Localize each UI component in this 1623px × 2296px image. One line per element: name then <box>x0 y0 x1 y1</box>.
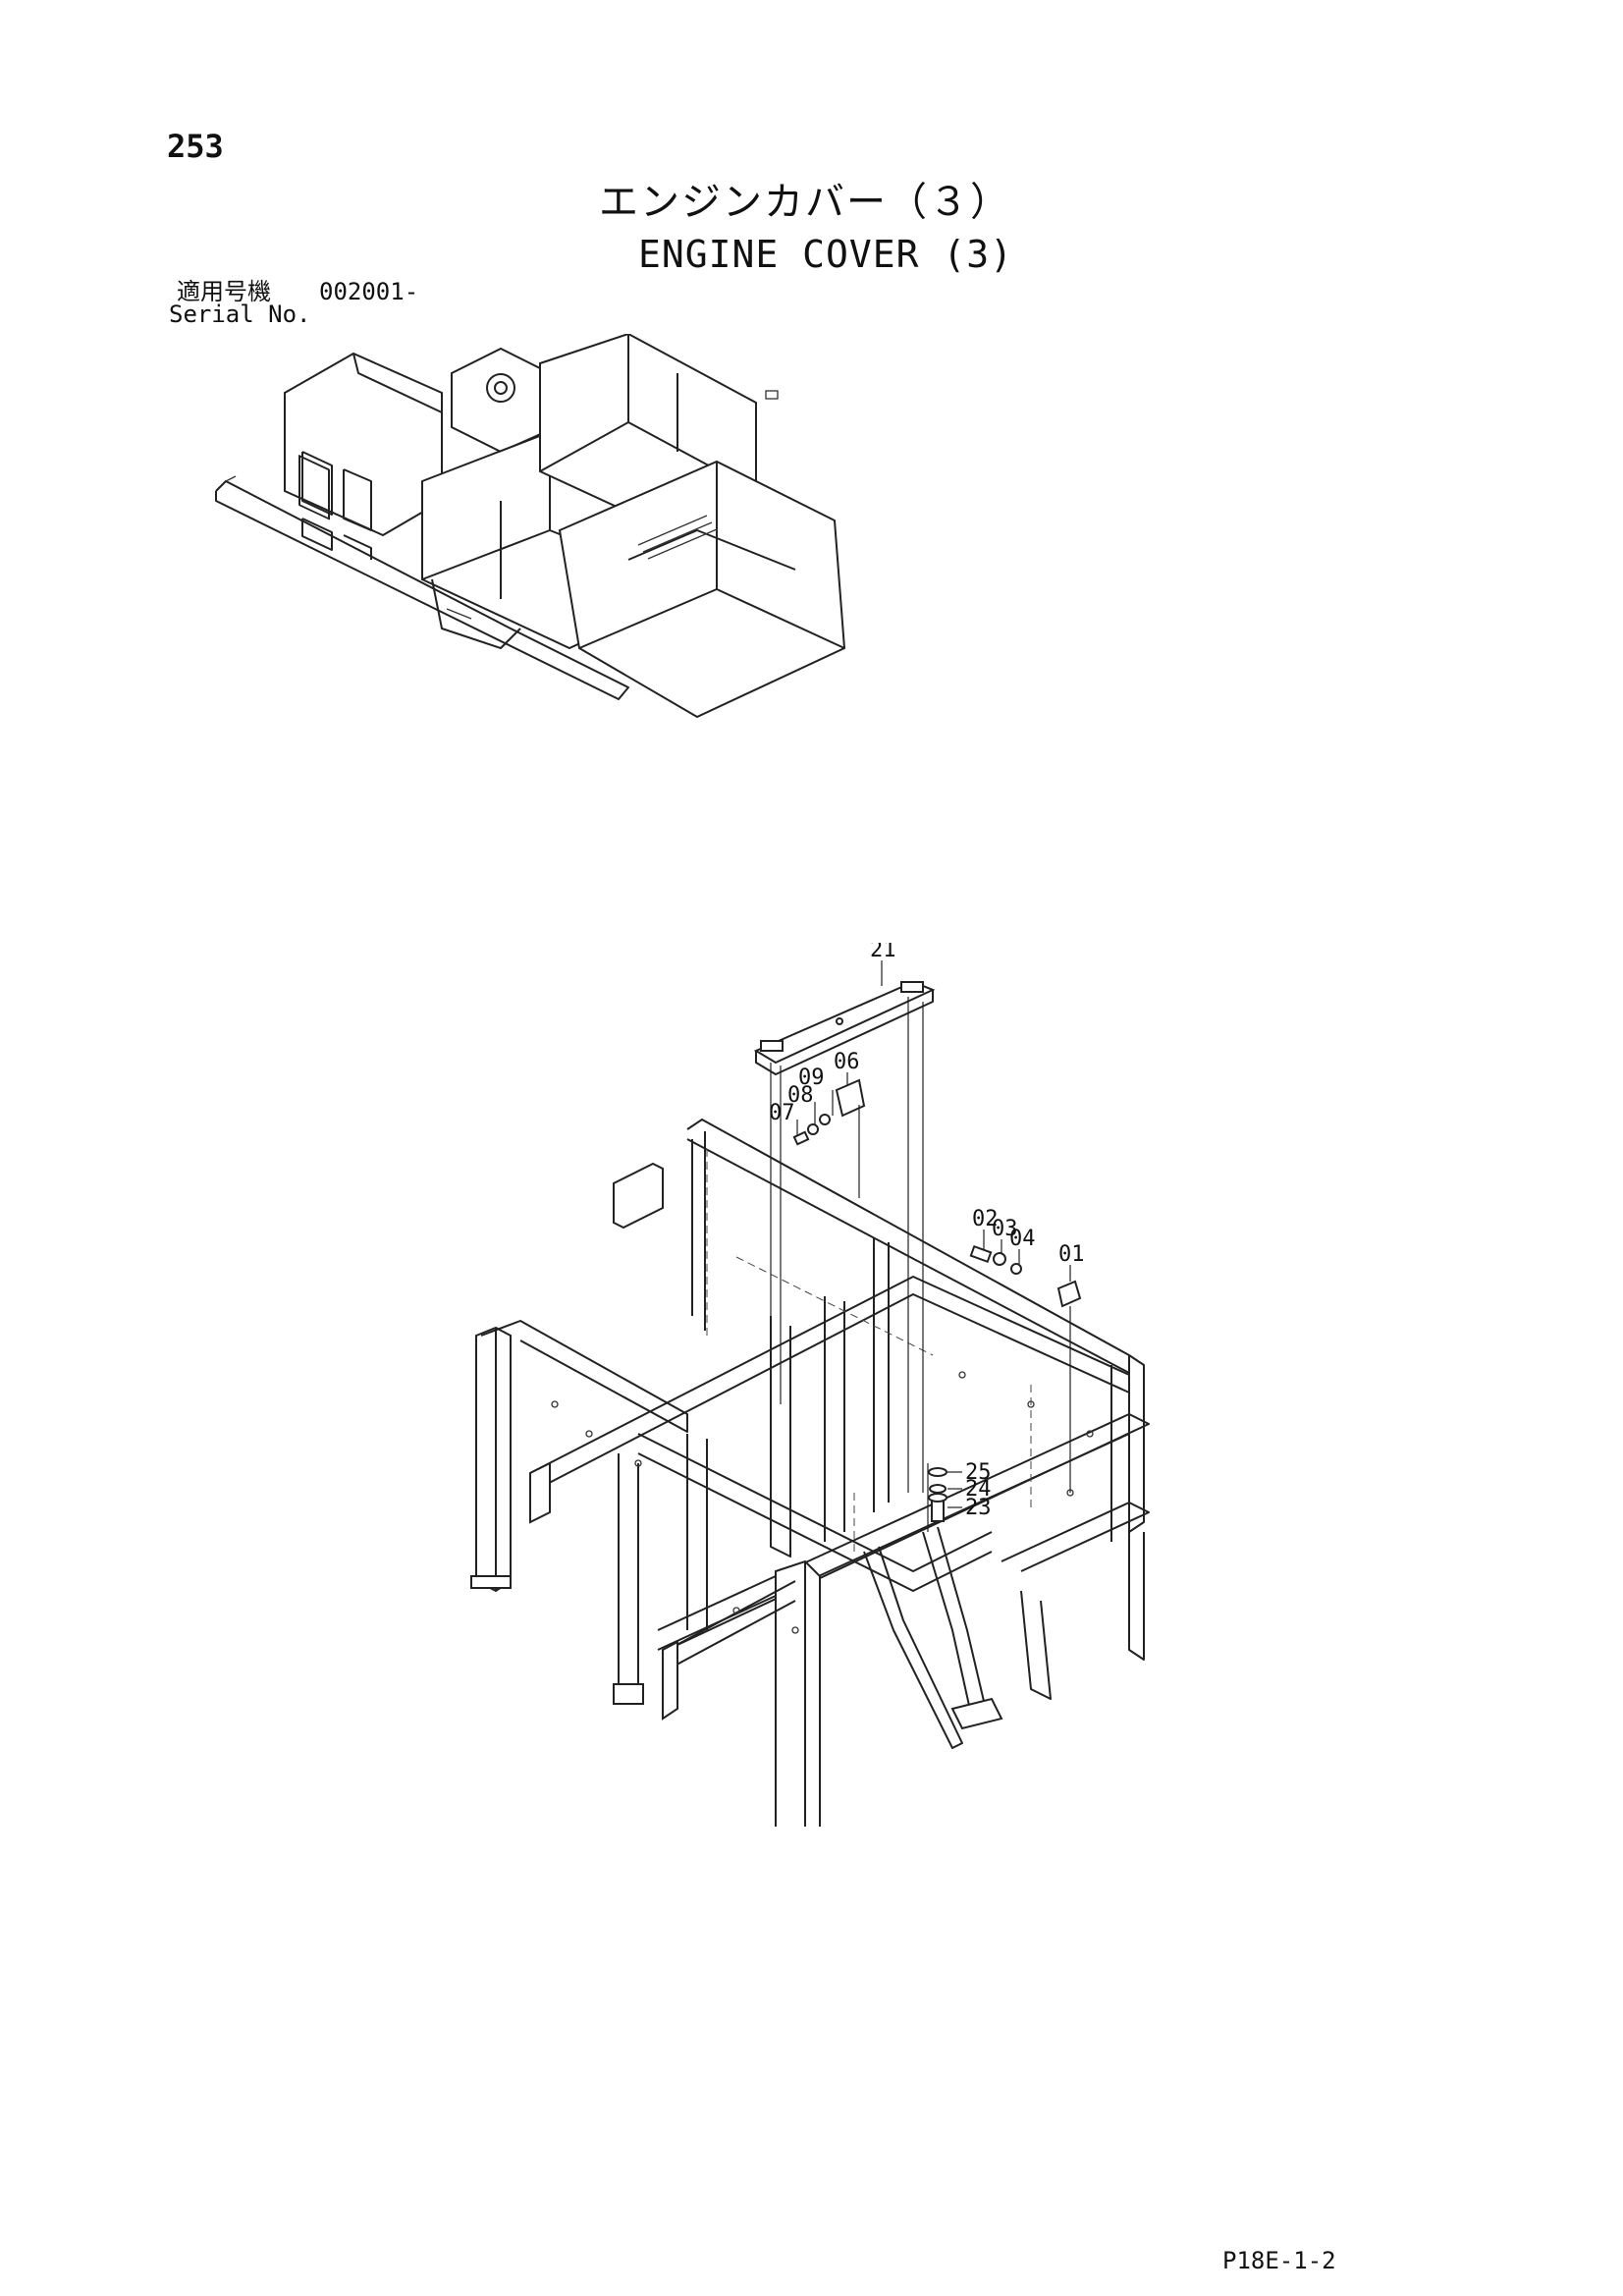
machine-overview-illustration <box>215 334 846 719</box>
page-footer-code: P18E-1-2 <box>1222 2247 1336 2274</box>
callout-23: 23 <box>965 1496 992 1520</box>
part-07-09-fasteners <box>792 1114 831 1146</box>
page-title-english: ENGINE COVER (3) <box>638 233 1014 276</box>
callout-02: 02 <box>972 1207 999 1231</box>
page-title-japanese: エンジンカバー（３） <box>599 180 1011 225</box>
part-01-04-fasteners <box>969 1244 1082 1308</box>
callout-09: 09 <box>798 1066 825 1090</box>
serial-label-english: Serial No. <box>169 301 311 328</box>
page-number: 253 <box>167 128 224 165</box>
serial-number-value: 002001- <box>319 278 419 305</box>
part-21-bracket <box>753 980 936 1075</box>
callout-07: 07 <box>769 1101 795 1125</box>
callout-25: 25 <box>965 1460 992 1485</box>
callout-24: 24 <box>965 1477 992 1502</box>
callout-21: 21 <box>870 943 896 962</box>
callout-01: 01 <box>1058 1242 1085 1267</box>
engine-cover-frame-diagram: 21 06 09 08 07 02 03 04 01 25 24 23 <box>470 943 1150 1827</box>
serial-label-japanese: 適用号機 <box>177 278 271 305</box>
part-06-plate <box>835 1078 866 1118</box>
callout-03: 03 <box>992 1217 1018 1241</box>
part-23-25-fasteners <box>928 1467 947 1522</box>
callout-08: 08 <box>787 1083 814 1108</box>
callout-04: 04 <box>1009 1227 1036 1251</box>
callout-06: 06 <box>834 1050 860 1074</box>
frame-structure <box>470 1119 1150 1827</box>
